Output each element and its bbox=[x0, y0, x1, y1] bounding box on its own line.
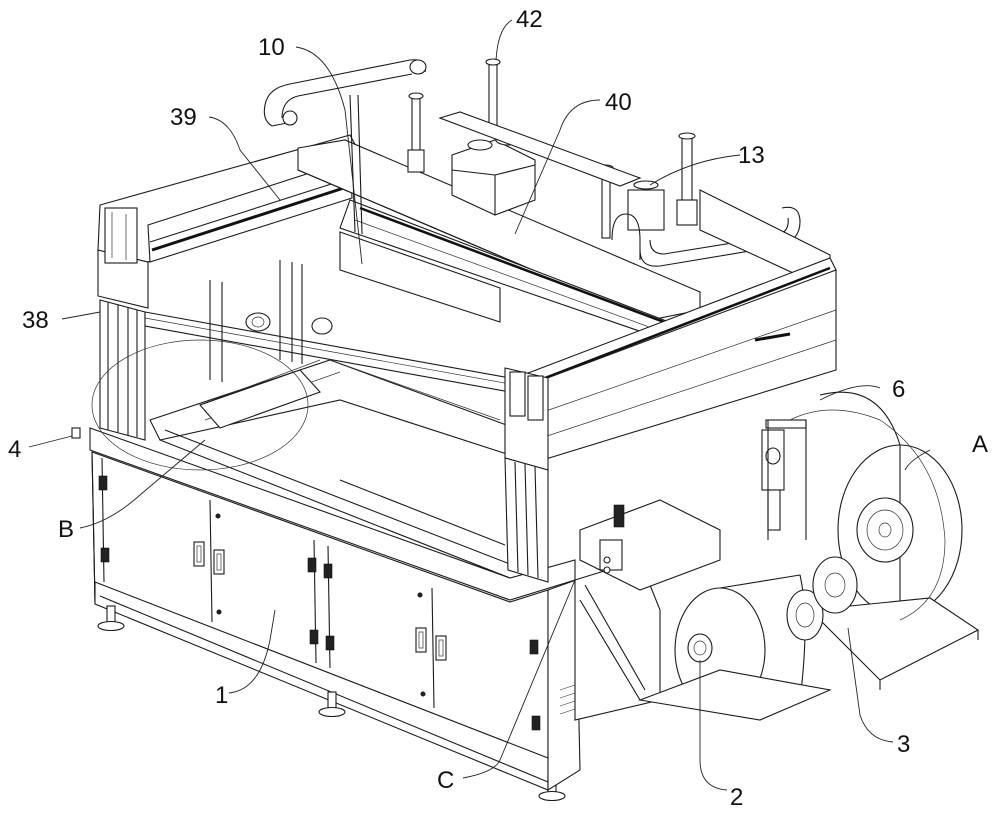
label-42: 42 bbox=[516, 6, 543, 33]
gantry-beam bbox=[297, 58, 701, 346]
label-B: B bbox=[58, 516, 74, 543]
detail-circle-a bbox=[789, 409, 946, 621]
leader-lines bbox=[28, 19, 931, 791]
leveling-foot bbox=[97, 605, 125, 632]
label-6: 6 bbox=[892, 376, 905, 403]
cabinet-base bbox=[89, 427, 581, 802]
label-38: 38 bbox=[22, 307, 49, 334]
label-4: 4 bbox=[8, 436, 21, 463]
detail-circle-b bbox=[91, 339, 309, 471]
left-frame-column bbox=[97, 249, 511, 441]
label-2: 2 bbox=[730, 784, 743, 811]
label-39: 39 bbox=[170, 104, 197, 131]
label-C: C bbox=[437, 767, 454, 794]
reference-labels: 42 10 40 39 13 38 6 4 A B 1 C 2 3 bbox=[8, 6, 988, 811]
work-table bbox=[149, 359, 521, 579]
label-A: A bbox=[972, 431, 988, 458]
left-top-rail bbox=[97, 59, 427, 264]
right-roll-area bbox=[574, 391, 980, 721]
leveling-foot bbox=[318, 691, 346, 718]
label-40: 40 bbox=[605, 89, 632, 116]
label-1: 1 bbox=[215, 682, 228, 709]
right-top-assembly bbox=[504, 132, 837, 583]
label-13: 13 bbox=[738, 142, 765, 169]
side-switch bbox=[71, 427, 81, 439]
label-3: 3 bbox=[897, 731, 910, 758]
label-10: 10 bbox=[258, 34, 285, 61]
